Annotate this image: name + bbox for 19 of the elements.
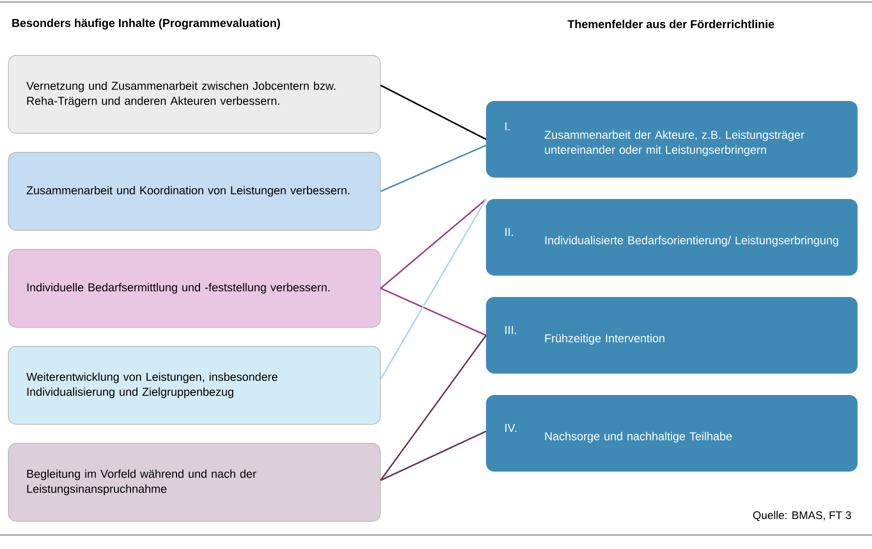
content-box: Weiterentwicklung von Leistungen, insbesondere Individualisierung und Zielgruppenbezug — [8, 346, 381, 425]
content-box: Begleitung im Vorfeld während und nach der Leistungsinanspruchnahme — [8, 443, 381, 522]
column-heading: Besonders häufige Inhalte (Programmevaluation) — [12, 18, 280, 30]
connector-line — [380, 288, 486, 336]
source-note: Quelle: BMAS, FT 3 — [753, 510, 851, 522]
content-box: Individuelle Bedarfsermittlung und -feststellung verbessern. — [8, 249, 381, 328]
connector-line — [380, 84, 486, 140]
connector-line — [380, 198, 487, 380]
column-heading: Themenfelder aus der Förderrichtlinie — [568, 20, 774, 28]
connector-line — [380, 198, 486, 289]
content-box: Vernetzung und Zusammenarbeit zwischen Jobcentern bzw. Reha-Trägern und anderen Akteuren verbessern. — [8, 55, 381, 134]
connector-line — [380, 334, 487, 481]
topic-box: II. Individualisierte Bedarfsorientierung/ Leistungserbringung — [486, 199, 858, 276]
content-box: Zusammenarbeit und Koordination von Leistungen verbessern. — [8, 152, 381, 231]
connector-line — [380, 430, 486, 481]
connector-line — [380, 144, 486, 192]
topic-box: III. Frühzeitige Intervention — [486, 297, 858, 374]
topic-box: IV. Nachsorge und nachhaltige Teilhabe — [486, 395, 858, 472]
topic-box: I. Zusammenarbeit der Akteure, z.B. Leistungsträger untereinander oder mit Leistungserbringern — [486, 101, 858, 178]
